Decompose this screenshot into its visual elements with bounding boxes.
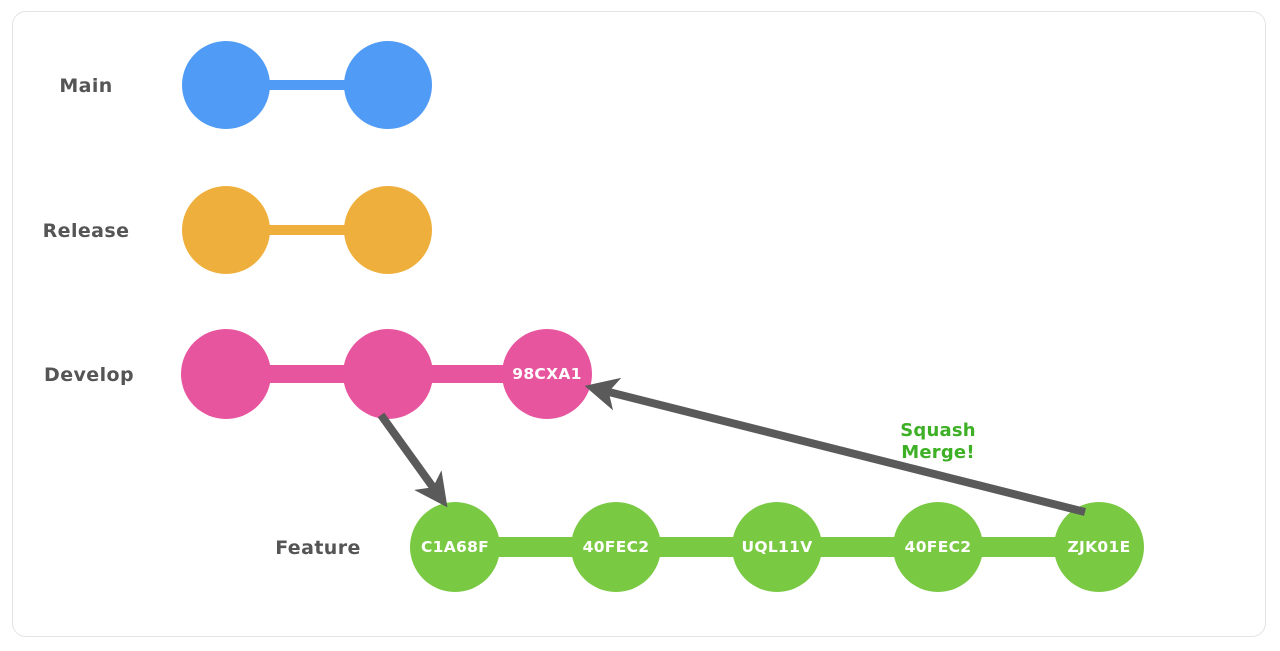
commit-circle[interactable] [343,329,433,419]
annotation-line: Squash [900,420,976,441]
commit-node-feature-1[interactable]: C1A68F [410,502,500,592]
branch-label-feature: Feature [275,537,361,559]
commit-circle[interactable] [344,186,432,274]
commit-circle[interactable] [410,502,500,592]
annotation-line: Merge! [901,442,975,463]
commit-hash-label: UQL11V [741,538,812,556]
commit-circle[interactable] [344,41,432,129]
commit-node-release-1[interactable] [182,186,270,274]
branch-row-develop: 98CXA1 Develop [44,329,592,419]
branch-row-feature: C1A68F 40FEC2 UQL11V 40FEC2 ZJK01E Feature [275,502,1144,592]
commit-node-main-1[interactable] [182,41,270,129]
commit-circle[interactable] [893,502,983,592]
commit-hash-label: 98CXA1 [512,365,581,383]
commit-node-develop-1[interactable] [181,329,271,419]
commit-node-develop-2[interactable] [343,329,433,419]
commit-node-feature-5[interactable]: ZJK01E [1054,502,1144,592]
commit-hash-label: 40FEC2 [905,538,972,556]
branch-label-develop: Develop [44,364,134,386]
squash-merge-arrow [584,377,1086,516]
commit-circle[interactable] [181,329,271,419]
commit-node-feature-4[interactable]: 40FEC2 [893,502,983,592]
commit-node-feature-2[interactable]: 40FEC2 [571,502,661,592]
branch-label-release: Release [43,220,130,242]
commit-node-release-2[interactable] [344,186,432,274]
branch-off-arrow [377,412,448,508]
commit-circle[interactable] [182,186,270,274]
commit-node-develop-3[interactable]: 98CXA1 [502,329,592,419]
commit-hash-label: 40FEC2 [583,538,650,556]
branch-row-main: Main [59,41,432,129]
commit-circle[interactable] [732,502,822,592]
commit-circle[interactable] [502,329,592,419]
arrows-layer [377,377,1086,516]
commit-circle[interactable] [571,502,661,592]
commit-node-main-2[interactable] [344,41,432,129]
commit-circle[interactable] [182,41,270,129]
commit-circle[interactable] [1054,502,1144,592]
branch-label-main: Main [59,75,112,97]
commit-hash-label: C1A68F [421,538,489,556]
commit-node-feature-3[interactable]: UQL11V [732,502,822,592]
branch-row-release: Release [43,186,432,274]
commit-hash-label: ZJK01E [1068,538,1131,556]
